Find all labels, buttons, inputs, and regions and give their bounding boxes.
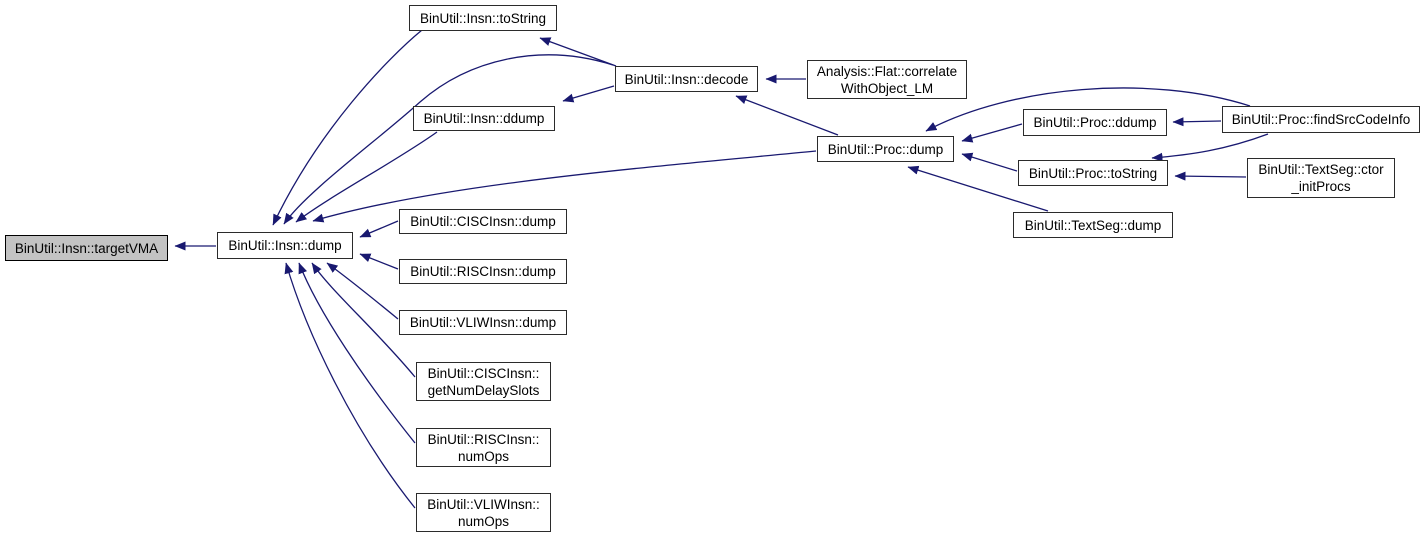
edge-insn-ddump-to-insn-dump [295, 131, 438, 223]
edge-vliw-dump-to-insn-dump [326, 262, 399, 320]
node-label-line2: _initProcs [1291, 179, 1351, 194]
node-label-line2: numOps [457, 513, 510, 529]
edge-findsrccodeinfo-to-proc-tostring [1151, 133, 1269, 162]
edge-proc-dump-to-insn-dump [312, 150, 817, 223]
node-label-line1: BinUtil::CISCInsn:: [427, 365, 540, 381]
edge-cisc-dump-to-insn-dump [359, 220, 399, 238]
edge-risc-dump-to-insn-dump [359, 253, 399, 270]
edge-findsrccodeinfo-to-proc-dump [925, 87, 1251, 132]
node-label: BinUtil::VLIWInsn::dump [409, 315, 557, 330]
node-label: BinUtil::Proc::ddump [1033, 115, 1157, 130]
node-risc-dump[interactable]: BinUtil::RISCInsn::dump [399, 259, 567, 284]
node-label: BinUtil::Insn::targetVMA [14, 240, 159, 256]
edge-proc-ddump-to-proc-dump [961, 123, 1023, 143]
node-insn-decode[interactable]: BinUtil::Insn::decode [615, 66, 758, 92]
node-label: BinUtil::Insn::ddump [423, 111, 545, 126]
node-label-line2: numOps [457, 448, 510, 464]
edge-textseg-dump-to-proc-dump [907, 165, 1049, 212]
node-label: BinUtil::RISCInsn::dump [410, 264, 556, 279]
node-vliw-dump[interactable]: BinUtil::VLIWInsn::dump [399, 310, 567, 335]
node-insn-ddump[interactable]: BinUtil::Insn::ddump [413, 106, 555, 131]
node-vliw-numops[interactable]: BinUtil::VLIWInsn:: numOps [416, 493, 551, 532]
node-label-line2: getNumDelaySlots [427, 382, 540, 398]
node-label: BinUtil::Insn::decode [624, 71, 749, 87]
edge-vliw-numops-to-insn-dump [284, 262, 416, 509]
node-label: BinUtil::Insn::toString [419, 10, 547, 26]
node-textseg-ctor-initprocs[interactable]: BinUtil::TextSeg::ctor _initProcs [1247, 158, 1395, 198]
node-insn-dump[interactable]: BinUtil::Insn::dump [217, 232, 353, 259]
node-label-line1: BinUtil::VLIWInsn:: [427, 496, 540, 512]
edge-insn-decode-to-insn-dump [283, 54, 614, 225]
node-label: BinUtil::Proc::dump [827, 141, 944, 157]
edge-insn-decode-to-insn-ddump [562, 85, 615, 103]
node-label: BinUtil::Proc::toString [1028, 165, 1158, 181]
edge-findsrccodeinfo-to-proc-ddump [1172, 117, 1222, 127]
node-risc-numops[interactable]: BinUtil::RISCInsn:: numOps [416, 428, 551, 467]
edge-insn-tostring-to-insn-dump [272, 29, 423, 226]
node-insn-targetvma: BinUtil::Insn::targetVMA [5, 235, 168, 261]
edge-proc-tostring-to-proc-dump [961, 152, 1018, 172]
node-proc-tostring[interactable]: BinUtil::Proc::toString [1018, 160, 1168, 186]
edge-getnumdelayslots-to-insn-dump [311, 262, 416, 378]
node-proc-findsrccodeinfo[interactable]: BinUtil::Proc::findSrcCodeInfo [1222, 106, 1420, 133]
edge-textseg-ctor-to-proc-tostring [1174, 171, 1247, 181]
edge-risc-numops-to-insn-dump [298, 262, 416, 444]
edge-insn-decode-to-insn-tostring [539, 37, 617, 67]
node-textseg-dump[interactable]: BinUtil::TextSeg::dump [1013, 212, 1173, 238]
node-proc-dump[interactable]: BinUtil::Proc::dump [817, 136, 954, 162]
node-cisc-dump[interactable]: BinUtil::CISCInsn::dump [399, 209, 567, 234]
edge-proc-dump-to-insn-decode [735, 95, 839, 136]
node-label-line1: Analysis::Flat::correlate [816, 63, 958, 79]
node-label-line2: WithObject_LM [840, 80, 934, 96]
node-label: BinUtil::Proc::findSrcCodeInfo [1231, 112, 1411, 127]
node-label: BinUtil::Insn::dump [228, 238, 342, 253]
node-label-line1: BinUtil::RISCInsn:: [427, 431, 540, 447]
node-proc-ddump[interactable]: BinUtil::Proc::ddump [1023, 109, 1167, 136]
node-insn-tostring[interactable]: BinUtil::Insn::toString [409, 5, 557, 31]
node-flat-correlatewithobject-lm[interactable]: Analysis::Flat::correlate WithObject_LM [807, 60, 967, 99]
node-label: BinUtil::TextSeg::dump [1024, 217, 1162, 233]
node-cisc-getnumdelayslots[interactable]: BinUtil::CISCInsn:: getNumDelaySlots [416, 362, 551, 401]
node-label-line1: BinUtil::TextSeg::ctor [1258, 162, 1384, 177]
node-label: BinUtil::CISCInsn::dump [410, 214, 556, 229]
